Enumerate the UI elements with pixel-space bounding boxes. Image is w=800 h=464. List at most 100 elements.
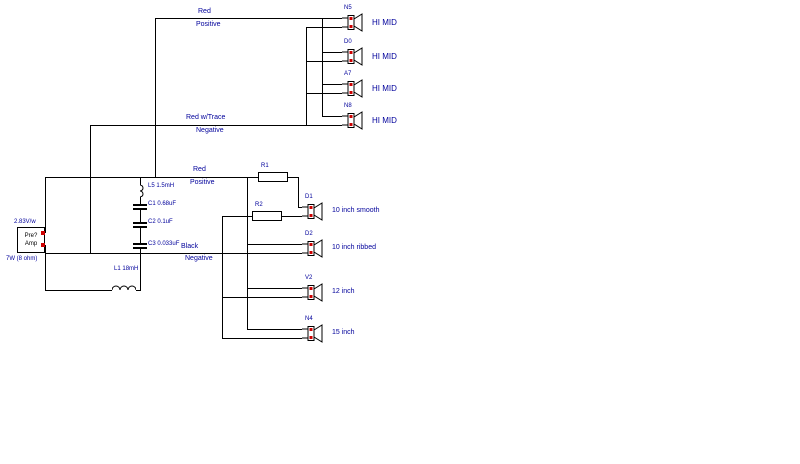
speaker-icon	[342, 47, 363, 66]
capacitor-c3-plate	[133, 243, 147, 245]
inductor-l5-label: L5 1.5mH	[148, 183, 174, 190]
bus-label-mid-positive: Positive	[190, 179, 215, 186]
capacitor-c2-plate	[133, 226, 147, 228]
speaker-icon	[342, 13, 363, 32]
speaker-label: 15 inch	[332, 329, 355, 336]
wire	[45, 245, 46, 291]
speaker-code: N8	[344, 103, 352, 109]
speaker-icon	[342, 79, 363, 98]
capacitor-c3-plate	[133, 247, 147, 249]
wire	[306, 27, 307, 125]
speaker-code: D1	[305, 194, 313, 200]
capacitor-c1-value: 0.68uF	[157, 201, 177, 207]
bus-label-mid-positive-color: Red	[193, 166, 206, 173]
wire	[298, 207, 302, 208]
wire	[322, 84, 342, 85]
amp-negative-terminal	[41, 243, 45, 247]
wire	[306, 61, 342, 62]
speaker-label: 10 inch ribbed	[332, 244, 376, 251]
wire	[140, 228, 141, 243]
bus-label-top-negative: Negative	[196, 127, 224, 134]
resistor-r1-label: R1	[261, 163, 269, 169]
amp-name-line1: Pre?	[24, 233, 38, 239]
wire	[140, 210, 141, 222]
wire	[282, 216, 302, 217]
capacitor-c1-label: C1 0.68uF	[148, 201, 176, 208]
inductor-l5-ref: L5	[148, 183, 155, 189]
resistor-r1	[258, 172, 288, 182]
bus-label-top-negative-color: Red w/Trace	[186, 114, 226, 121]
wire	[222, 216, 252, 217]
capacitor-c1-plate	[133, 208, 147, 210]
wire	[140, 249, 141, 290]
wire	[322, 18, 323, 116]
speaker-code: N4	[305, 316, 313, 322]
wire	[90, 125, 342, 126]
wire	[288, 177, 298, 178]
wire	[222, 297, 302, 298]
speaker-icon	[302, 324, 323, 343]
capacitor-c2-value: 0.1uF	[157, 219, 173, 225]
wire	[247, 288, 302, 289]
capacitor-c2-ref: C2	[148, 219, 156, 225]
wire	[155, 18, 342, 19]
wire	[136, 290, 141, 291]
speaker-icon	[302, 283, 323, 302]
wire	[222, 338, 302, 339]
speaker-code: D2	[305, 231, 313, 237]
inductor-l1-ref: L1	[114, 266, 121, 272]
wire	[45, 177, 46, 233]
wire	[298, 177, 299, 207]
capacitor-c2-label: C2 0.1uF	[148, 219, 173, 226]
speaker-label: 12 inch	[332, 288, 355, 295]
speaker-code: N5	[344, 5, 352, 11]
speaker-label: HI MID	[372, 116, 397, 125]
wire	[247, 244, 302, 245]
resistor-r2	[252, 211, 282, 221]
bus-label-mid-negative-color: Black	[181, 243, 199, 250]
capacitor-c2-plate	[133, 222, 147, 224]
bus-label-mid-negative: Negative	[185, 255, 213, 262]
speaker-label: 10 inch smooth	[332, 207, 380, 214]
speaker-code: V2	[305, 275, 313, 281]
wire	[322, 52, 342, 53]
capacitor-c3-ref: C3	[148, 241, 156, 247]
wire	[247, 329, 302, 330]
inductor-l1-label: L1 18mH	[114, 266, 138, 273]
inductor-l1-symbol	[112, 285, 136, 291]
wire	[322, 116, 342, 117]
inductor-l5-symbol	[139, 185, 144, 197]
amp-load-label: 7W (8 ohm)	[6, 256, 38, 262]
resistor-r2-label: R2	[255, 202, 263, 208]
speaker-icon	[302, 239, 323, 258]
speaker-label: HI MID	[372, 18, 397, 27]
wire	[45, 177, 258, 178]
capacitor-c1-ref: C1	[148, 201, 156, 207]
speaker-label: HI MID	[372, 52, 397, 61]
wire	[45, 290, 112, 291]
amp-name-line2: Amp	[24, 241, 38, 247]
amp-box: Pre? Amp	[17, 227, 45, 253]
wire	[140, 197, 141, 204]
capacitor-c3-value: 0.033uF	[157, 241, 180, 247]
speaker-label: HI MID	[372, 84, 397, 93]
bus-label-top-positive-color: Red	[198, 8, 211, 15]
wire	[306, 27, 342, 28]
wire	[306, 93, 342, 94]
wire	[222, 216, 223, 338]
amp-rating-label: 2.83V/w	[14, 219, 36, 225]
wire	[90, 125, 91, 253]
speaker-icon	[342, 111, 363, 130]
capacitor-c3-label: C3 0.033uF	[148, 241, 179, 248]
inductor-l5-value: 1.5mH	[156, 183, 175, 189]
wire	[140, 177, 141, 185]
wire	[155, 18, 156, 178]
speaker-icon	[302, 202, 323, 221]
speaker-code: D0	[344, 39, 352, 45]
amp-positive-terminal	[41, 231, 45, 235]
bus-label-top-positive: Positive	[196, 21, 221, 28]
capacitor-c1-plate	[133, 204, 147, 206]
wire	[45, 253, 302, 254]
inductor-l1-value: 18mH	[122, 266, 139, 272]
